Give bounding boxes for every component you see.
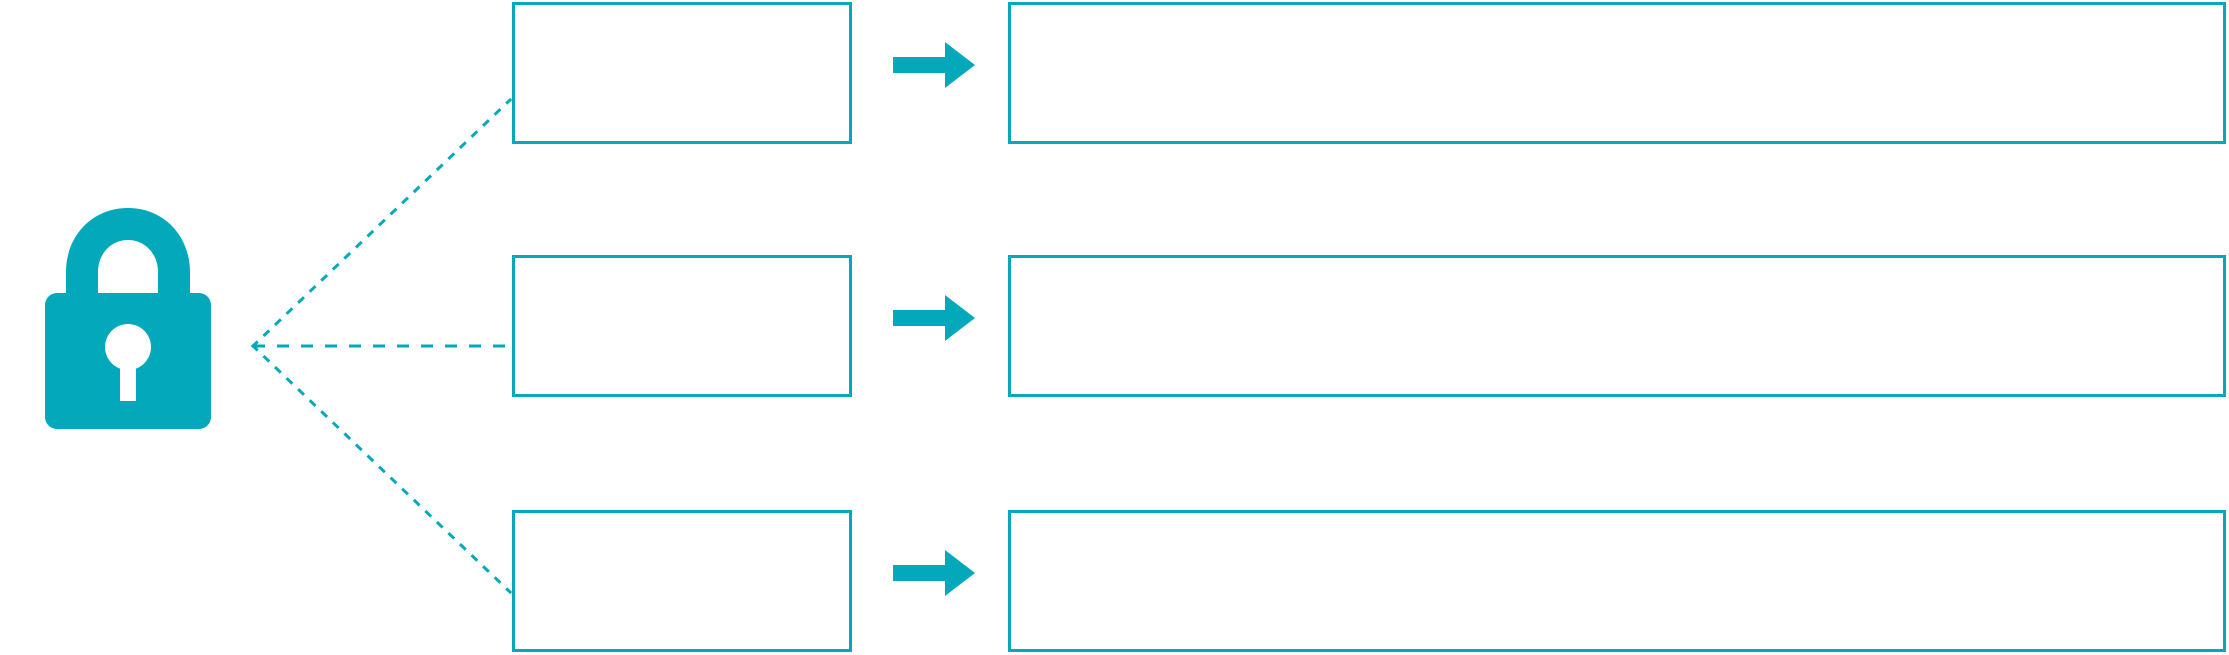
cause-box-3-label (515, 513, 849, 533)
effect-box-3-label (1011, 513, 2223, 533)
cause-box-3[interactable] (512, 510, 852, 652)
right-arrow-icon-2 (893, 295, 975, 341)
effect-box-1-label (1011, 5, 2223, 25)
effect-box-1[interactable] (1008, 2, 2226, 144)
cause-box-2[interactable] (512, 255, 852, 397)
right-arrow-icon-3 (893, 550, 975, 596)
connector-line-1 (250, 97, 513, 349)
effect-box-2-label (1011, 258, 2223, 278)
lock-icon (28, 150, 228, 440)
effect-box-2[interactable] (1008, 255, 2226, 397)
connector-line-3 (250, 343, 513, 595)
cause-box-1-label (515, 5, 849, 25)
cause-box-2-label (515, 258, 849, 278)
right-arrow-icon-1 (893, 42, 975, 88)
cause-box-1[interactable] (512, 2, 852, 144)
effect-box-3[interactable] (1008, 510, 2226, 652)
